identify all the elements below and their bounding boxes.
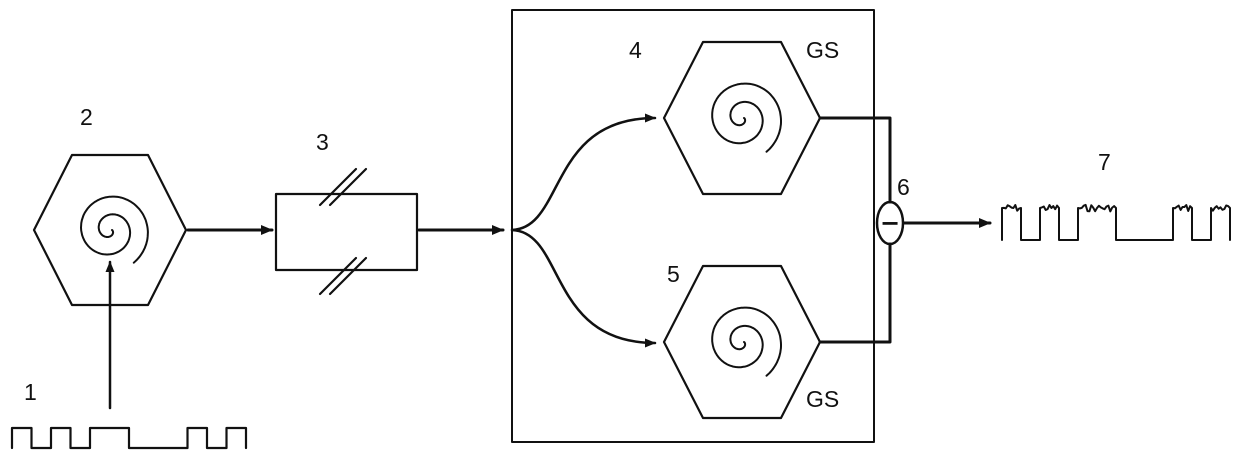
- fiber-break-mark-top-b: [328, 167, 368, 207]
- output-noisy-square-wave: [1001, 203, 1231, 241]
- laser-4-spiral-icon: [711, 82, 782, 153]
- label-2: 2: [80, 104, 93, 130]
- splitter-upper-branch: [510, 113, 657, 232]
- label-5: 5: [667, 261, 680, 287]
- laser-5-spiral-icon: [711, 306, 782, 377]
- receiver-laser-5: [662, 264, 822, 420]
- source-laser-spiral-icon: [80, 195, 149, 264]
- gs-label-bottom: GS: [806, 386, 839, 412]
- splitter-lower-branch: [510, 228, 657, 348]
- fiber-break-mark-bottom-a: [318, 256, 358, 296]
- fiber-link-box: [274, 192, 419, 272]
- label-1: 1: [24, 379, 37, 405]
- receiver-box: [511, 9, 875, 443]
- subtractor: −: [875, 200, 905, 246]
- laser-5-hexagon: [662, 264, 822, 420]
- input-square-wave: [10, 426, 248, 450]
- receiver-laser-4: [662, 40, 822, 196]
- gs-label-top: GS: [806, 37, 839, 63]
- laser-4-output-line: [818, 116, 892, 204]
- source-laser: [32, 153, 188, 307]
- laser-5-output-line: [818, 242, 892, 344]
- laser-4-hexagon: [662, 40, 822, 196]
- label-3: 3: [316, 129, 329, 155]
- fiber-link: [274, 167, 419, 296]
- label-4: 4: [629, 37, 642, 63]
- minus-sign-icon: −: [880, 209, 900, 237]
- fiber-break-mark-bottom-b: [328, 256, 368, 296]
- fiber-break-mark-top-a: [318, 167, 358, 207]
- source-laser-hexagon: [32, 153, 188, 307]
- label-6: 6: [897, 174, 910, 200]
- label-7: 7: [1098, 149, 1111, 175]
